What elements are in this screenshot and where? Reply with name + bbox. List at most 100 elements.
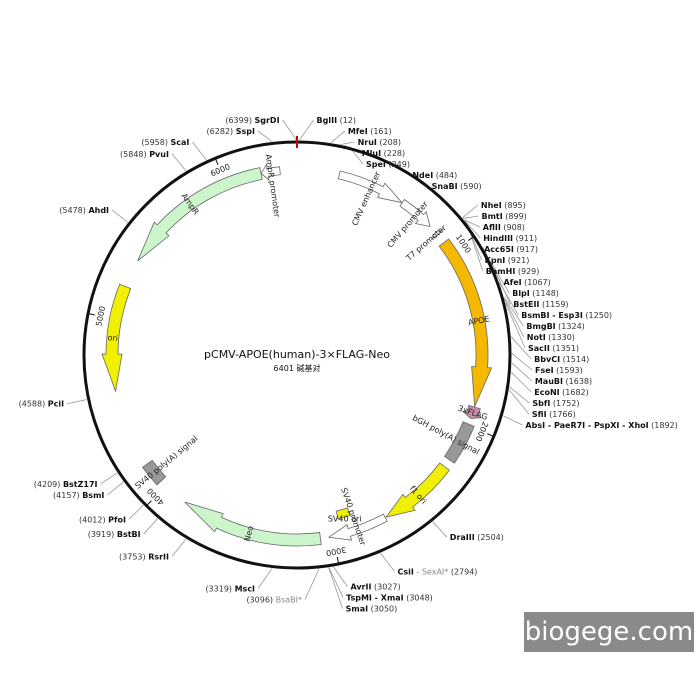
site-bsteii: BstEII (1159)	[513, 300, 568, 309]
leader-avrii	[333, 566, 348, 587]
site-sgrdi: (6399) SgrDI	[225, 116, 279, 125]
leader-blpi	[490, 262, 510, 294]
tick-2000	[487, 433, 494, 437]
leader-sgrdi	[282, 119, 297, 141]
cmv-promoter-feature	[399, 198, 431, 228]
site-econi: EcoNI (1682)	[534, 388, 589, 397]
site-draiii: DraIII (2504)	[450, 533, 504, 542]
site-bsabi: (3096) BsaBI*	[246, 595, 302, 604]
tick-1000	[467, 236, 474, 241]
tick-6000	[215, 159, 219, 165]
leader-bsabi	[304, 568, 320, 600]
restriction-site-labels: BglII (12) MfeI (161) NruI (208) MluI (228)…	[19, 116, 678, 614]
site-kpni: KpnI (921)	[485, 256, 530, 265]
watermark-background	[524, 612, 694, 652]
ampr-feature	[137, 167, 263, 262]
leader-fsei	[511, 353, 533, 371]
bgh-polya-feature	[443, 421, 475, 464]
leader-bmti	[462, 215, 479, 219]
tick-label-5000: 5000	[94, 305, 107, 327]
site-bglii: BglII (12)	[317, 116, 357, 125]
leader-noti	[504, 298, 525, 338]
site-rsrii: (3753) RsrII	[119, 552, 169, 561]
site-spei: SpeI (249)	[366, 160, 410, 169]
site-avrii: AvrII (3027)	[350, 583, 400, 592]
site-sacii: SacII (1351)	[528, 344, 579, 353]
f1-ori-feature	[385, 462, 450, 518]
leader-mfei	[330, 130, 346, 143]
leader-bglii	[299, 119, 314, 141]
site-bamhi: BamHI (929)	[486, 267, 540, 276]
leader-sspi	[257, 130, 273, 142]
site-bbvci: BbvCI (1514)	[534, 355, 589, 364]
leader-pfoi	[128, 505, 144, 520]
leader-nhei	[462, 204, 479, 219]
site-scai: (5958) ScaI	[141, 138, 189, 147]
site-pfoi: (4012) PfoI	[79, 515, 126, 524]
leader-maubi	[511, 362, 533, 382]
tick-3000	[336, 556, 339, 564]
t7-promoter-feature	[430, 228, 444, 240]
tick-4000	[146, 500, 152, 506]
neo-feature	[184, 501, 322, 547]
leader-tspmi-xmai	[328, 567, 344, 598]
leader-sbfi	[509, 386, 530, 404]
leader-bsteii	[491, 264, 511, 305]
leader-smai	[328, 567, 344, 609]
site-nrui: NruI (208)	[358, 138, 401, 147]
site-bmti: BmtI (899)	[481, 212, 526, 221]
site-fsei: FseI (1593)	[535, 366, 583, 375]
3xflag-feature	[462, 404, 482, 419]
site-bstz17i: (4209) BstZ17I	[34, 480, 98, 489]
site-sspi: (6282) SspI	[207, 127, 255, 136]
t7-promoter-label: T7 promoter	[404, 223, 449, 263]
leader-absi-paer7i-pspxi-xhoi	[503, 415, 523, 426]
leader-aflii	[464, 219, 480, 228]
leader-sfii	[508, 389, 530, 415]
leader-nrui	[340, 141, 355, 145]
site-smai: SmaI (3050)	[346, 605, 398, 614]
watermark: biogege.com	[524, 617, 694, 647]
site-mfei: MfeI (161)	[348, 127, 392, 136]
tick-label-6000: 6000	[209, 162, 231, 178]
site-acc65i: Acc65I (917)	[484, 245, 538, 254]
tick-5000	[88, 313, 96, 316]
sv40-polya-feature	[141, 459, 167, 486]
leader-bsmi	[107, 481, 124, 496]
site-mlui: MluI (228)	[362, 149, 405, 158]
site-tspmi-xmai: TspMI - XmaI (3048)	[346, 594, 433, 603]
leader-msci	[257, 568, 273, 589]
leader-bstbi	[143, 518, 158, 535]
leader-csii	[380, 552, 395, 572]
plasmid-title: pCMV-APOE(human)-3×FLAG-Neo	[204, 348, 390, 361]
site-bstbi: (3919) BstBI	[88, 530, 141, 539]
site-bmgbi: BmgBI (1324)	[526, 322, 584, 331]
cmv-enhancer-feature	[337, 170, 404, 204]
sv40-ori-feature	[335, 507, 351, 520]
site-pvui: (5848) PvuI	[120, 150, 169, 159]
site-csii: CsiI - SexAI* (2794)	[398, 568, 478, 577]
leader-bmgbi	[503, 297, 524, 327]
leader-bbvci	[510, 336, 532, 360]
site-blpi: BlpI (1148)	[512, 289, 559, 298]
site-ndei: NdeI (484)	[412, 171, 457, 180]
site-snabi: SnaBI (590)	[432, 182, 482, 191]
site-aflii: AflII (908)	[483, 223, 525, 232]
site-ahdi: (5478) AhdI	[59, 206, 109, 215]
leader-scai	[192, 141, 207, 161]
sv40-promoter-feature	[327, 513, 388, 541]
site-hindiii: HindIII (911)	[483, 234, 537, 243]
leader-econi	[511, 371, 532, 393]
plasmid-size: 6401 碱基对	[274, 363, 321, 373]
ampr-promoter-feature	[260, 163, 281, 182]
sv40-ori-label: SV40 ori	[328, 515, 362, 524]
site-msci: (3319) MscI	[205, 584, 255, 593]
tick-label-2000: 2000	[474, 420, 490, 442]
site-noti: NotI (1330)	[527, 333, 575, 342]
ori-feature	[101, 283, 132, 393]
sv40-polya-label: SV40 poly(A) signal	[133, 434, 199, 491]
neo-label: Neo	[243, 525, 256, 543]
leader-draiii	[432, 521, 448, 538]
